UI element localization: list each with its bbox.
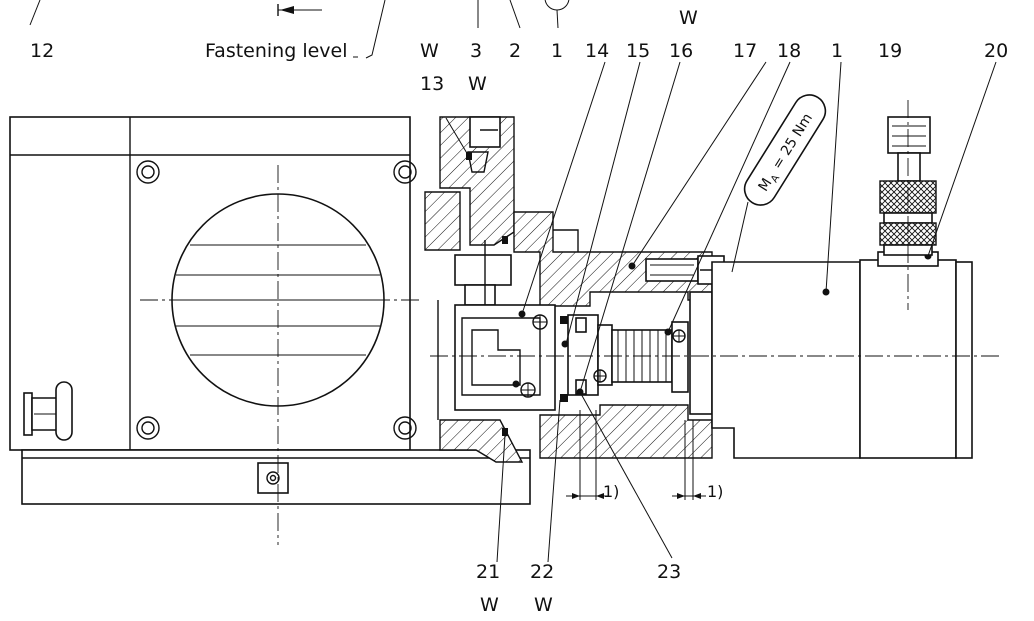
encoder-body: [689, 100, 973, 459]
callout-3: 3: [470, 40, 482, 62]
callout-14: 14: [585, 40, 609, 62]
callout-labels: 12 Fastening level W W 3 2 1 14 15 16 17…: [30, 7, 1008, 616]
callout-w-top: W: [679, 7, 698, 29]
callout-w-left: W: [420, 40, 439, 62]
left-housing: [9, 116, 531, 545]
bolt-holes: [136, 160, 417, 440]
torque-callout: M A = 25 Nm: [731, 94, 827, 273]
coupling-assembly: [454, 304, 689, 411]
callout-21: 21: [476, 561, 500, 583]
callout-w-bottom-b: W: [534, 594, 553, 616]
callout-17: 17: [733, 40, 757, 62]
callout-2: 2: [509, 40, 521, 62]
adapter-housing: [513, 211, 731, 459]
callout-w-mid: W: [468, 73, 487, 95]
callout-12: 12: [30, 40, 54, 62]
callout-1b: 1: [831, 40, 843, 62]
callout-18: 18: [777, 40, 801, 62]
callout-23: 23: [657, 561, 681, 583]
callout-w-bottom-a: W: [480, 594, 499, 616]
dim-note-b: 1): [707, 482, 723, 501]
callout-13: 13: [420, 73, 444, 95]
torque-subscript: A: [769, 173, 782, 185]
dimension-notes: 1) 1): [566, 410, 723, 501]
hex-nut-icon: [23, 381, 73, 441]
callout-22: 22: [530, 561, 554, 583]
fastening-level-label: Fastening level: [205, 40, 348, 62]
callout-16: 16: [669, 40, 693, 62]
leader-lines: [445, 61, 997, 563]
callout-20: 20: [984, 40, 1008, 62]
callout-15: 15: [626, 40, 650, 62]
flange-section: [424, 116, 524, 463]
callout-1a: 1: [551, 40, 563, 62]
top-leaders: [29, 0, 570, 59]
dim-note-a: 1): [603, 482, 619, 501]
callout-19: 19: [878, 40, 902, 62]
